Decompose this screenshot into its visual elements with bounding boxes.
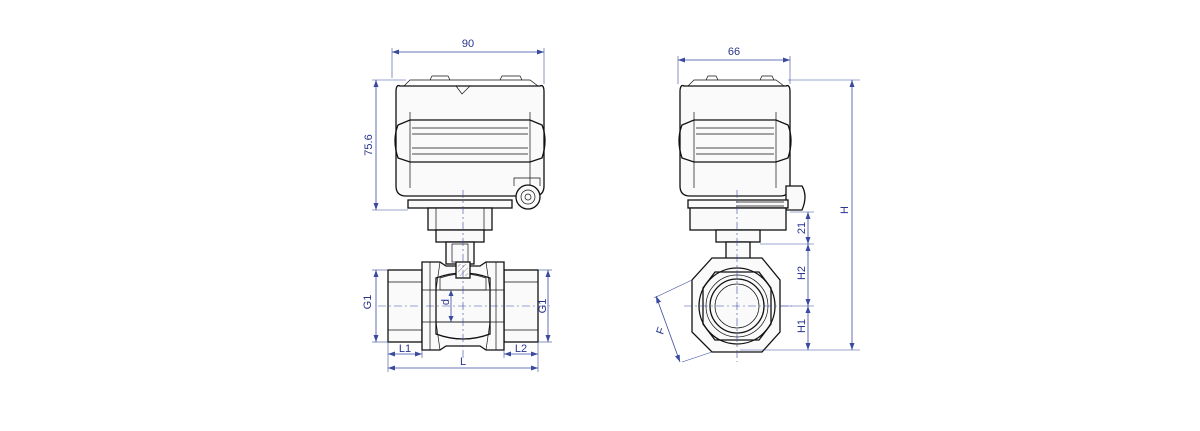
dim-thread-length-right: L2: [503, 342, 539, 372]
dim-actuator-height: 75.6: [363, 79, 408, 211]
dim-overall-length-label: L: [460, 356, 466, 368]
dim-lower-height-label: H1: [796, 319, 808, 333]
dim-thread-left-label: G1: [362, 295, 374, 310]
dim-overall-length: L: [388, 356, 538, 371]
dim-upper-height-label: H2: [796, 266, 808, 280]
dim-stem-height-label: 21: [796, 222, 808, 234]
dim-width-front: 90: [391, 38, 545, 84]
dim-overall-height-label: H: [839, 206, 851, 214]
front-view: 90 75.6 G1 G1: [362, 38, 552, 372]
dim-stem-height: 21: [796, 212, 811, 244]
dim-thread-length-left-label: L1: [399, 343, 411, 355]
dim-thread-right-label: G1: [537, 299, 549, 314]
dim-bore: d: [440, 290, 454, 322]
actuator-housing-side: [678, 75, 806, 211]
dim-width-front-label: 90: [462, 38, 474, 50]
dim-width-side-label: 66: [728, 46, 740, 58]
dim-lower-height: H1: [796, 306, 811, 350]
valve-body-side: [691, 257, 781, 353]
dim-overall-height: H: [839, 80, 855, 350]
dim-upper-height: H2: [796, 244, 811, 306]
side-view: 66 21 H2 H1: [653, 46, 860, 363]
dim-thread-length-right-label: L2: [515, 343, 527, 355]
mounting-bracket-front: [407, 199, 513, 265]
mounting-bracket-side: [687, 199, 789, 261]
actuator-housing-front: [394, 75, 546, 210]
dim-thread-right: G1: [537, 269, 552, 343]
dim-width-side: 66: [677, 46, 791, 84]
dim-wrench-flat: F: [653, 279, 713, 363]
dim-wrench-flat-label: F: [654, 326, 668, 337]
dim-thread-length-left: L1: [387, 342, 423, 372]
dim-thread-left: G1: [362, 269, 388, 343]
dim-actuator-height-label: 75.6: [363, 134, 375, 155]
dim-bore-label: d: [440, 299, 452, 305]
